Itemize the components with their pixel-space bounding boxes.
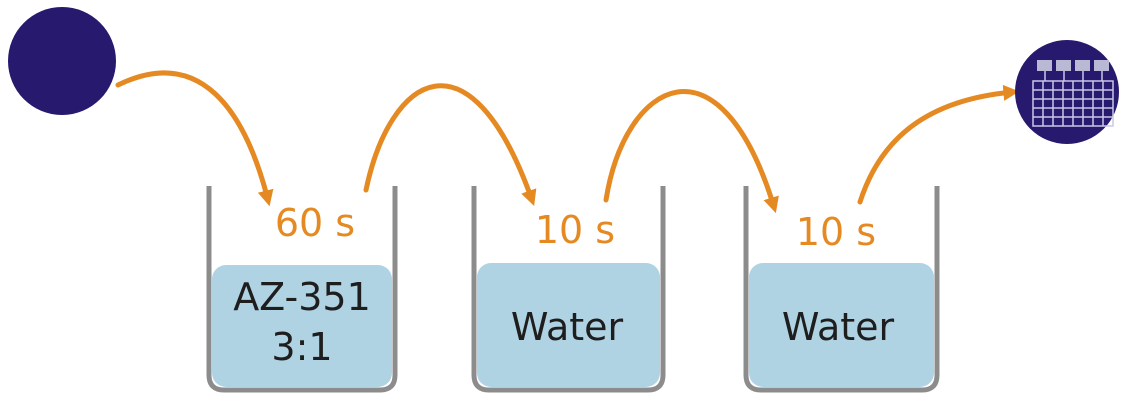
beaker-2-liquid [477,263,660,387]
step-2-time: 10 s [535,208,615,252]
beaker-3-wall [743,186,940,393]
step-1-liquid-line2: 3:1 [271,325,332,369]
wafer-disc-icon [8,7,116,115]
beaker-3: 10 s Water [743,186,940,393]
step-2-liquid: Water [511,305,624,349]
beaker-1-liquid [212,265,392,387]
beaker-1: 60 s AZ-351 3:1 [206,186,398,393]
beaker-3-liquid [749,263,934,387]
arrow-beaker-3-to-end [857,84,1020,205]
step-3-time: 10 s [796,210,876,254]
beaker-1-wall [206,186,398,393]
step-3-liquid: Water [782,305,895,349]
step-1-time: 60 s [275,201,355,245]
arrow-beaker-1-to-beaker-2 [363,83,537,207]
arrow-beaker-2-to-beaker-3 [603,89,779,214]
beaker-2: 10 s Water [471,186,666,393]
arrow-start-to-beaker-1 [115,70,274,207]
patterned-wafer-icon [1015,40,1119,144]
beaker-2-wall [471,186,666,393]
step-1-liquid-line1: AZ-351 [233,275,371,319]
